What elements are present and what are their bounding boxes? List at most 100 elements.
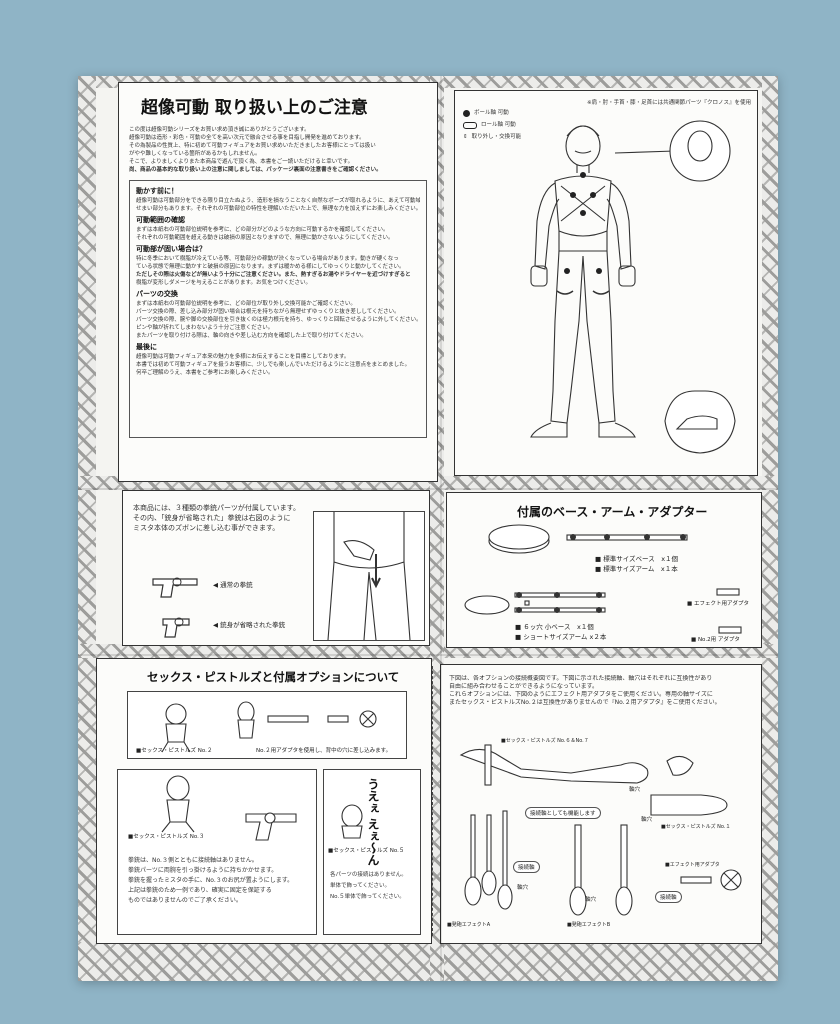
fold-crease-horizontal	[78, 488, 778, 490]
options-line: 自由に組み合わせることができるようになっています。	[449, 683, 598, 690]
no5-box: うえぇ えぇ～ん ■セックス・ピストルズ No.５ 各パーツの接続はありません。…	[323, 769, 421, 935]
jikuana-label-2: 軸穴	[641, 817, 653, 823]
intro-line: この度は超像可動シリーズをお買い求め頂き誠にありがとうございます。	[129, 127, 310, 133]
figure-legend: ボール軸 可動 ロール軸 可動 ⇕ 取り外し・交換可能	[463, 109, 533, 141]
fold-crease-vertical	[440, 76, 442, 981]
no2-adapter-label: ■ No.2用 アダプタ	[691, 637, 740, 643]
swap-arrow-icon: ⇕	[463, 134, 468, 140]
gun-normal-label: ◀ 通常の拳銃	[213, 581, 253, 589]
section-line: 何卒ご理解のうえ、本書をご参考にお楽しみください。	[136, 370, 274, 376]
figure-line-art	[530, 120, 736, 454]
no2-label: ■セックス・ピストルズ No.２	[136, 748, 213, 754]
dashed-fold-line	[432, 666, 433, 936]
speech-text: えぇ～ん	[366, 818, 380, 867]
jikuana-label: 軸穴	[629, 787, 641, 793]
roll-joint-icon	[463, 121, 477, 129]
no3-line: 拳銃パーツに両腕を引っ掛けるように持ちかかせます。	[128, 867, 278, 874]
no3-text: 拳銃は、No.３側とともに接続軸はありません。 拳銃パーツに両腕を引っ掛けるよう…	[128, 856, 293, 906]
ball-joint-icon	[463, 109, 470, 117]
section-line: ただしその際は火傷などが無いよう十分にご注意ください。また、熱すぎるお湯やドライ…	[136, 272, 411, 278]
base-item-line: ■ 標準サイズベース x１個	[595, 555, 679, 563]
legend-swap-label: 取り外し・交換可能	[471, 134, 522, 140]
border-pattern-left	[78, 76, 96, 981]
effect-b-label: ■発砲エフェクトB	[567, 922, 611, 928]
no3-line: ものではありませんのでご了承ください。	[128, 897, 242, 904]
fold-crease-horizontal-2	[78, 654, 778, 656]
no5-line: 単体で飾ってください。	[330, 883, 391, 889]
connector-label: 接続軸	[513, 861, 540, 873]
section-line: それぞれの可動範囲を超える動きは破損の原因となりますので、無理に動かさないように…	[136, 235, 394, 241]
border-pattern-bottom	[78, 942, 778, 981]
section-line: 樹脂が変形しダメージを与えることがあります。お気をつけください。	[136, 280, 312, 286]
options-panel: 下図は、各オプションの接続概要図です。下図に示された接続軸、軸穴はそれぞれに互換…	[440, 664, 762, 944]
no5-label: ■セックス・ピストルズ No.５	[328, 848, 405, 854]
base-parts-drawing	[464, 524, 742, 634]
base-item-line: ■ ショートサイズアーム x２本	[515, 633, 607, 641]
base-item-line: ■ ６ッ穴 小ベース x１個	[515, 623, 594, 631]
section-heading: 可動部が固い場合は？	[136, 245, 206, 253]
no5-line: No.５単体で飾ってください。	[330, 894, 405, 900]
intro-line: がやや難しくなっている箇所があるかもしれません。	[129, 151, 261, 157]
guns-text-line: その内、「銃身が省略された」拳銃は右図のように	[133, 514, 291, 522]
gun-normal-drawing	[152, 577, 198, 598]
guns-text-line: 本商品には、３種類の拳銃パーツが付属しています。	[133, 504, 300, 512]
guns-panel: 本商品には、３種類の拳銃パーツが付属しています。 その内、「銃身が省略された」拳…	[122, 490, 430, 646]
section-heading: 動かす前に！	[136, 187, 178, 195]
section-line: 本書では初めて可動フィギュアを扱うお客様に、少しでも楽しんでいただけるようにと注…	[136, 362, 411, 368]
guns-text-line: ミスタ本体のズボンに差し込む事ができます。	[133, 524, 280, 532]
no3-box: ■セックス・ピストルズ No.３ 拳銃は、No.３側とともに接続軸はありません。…	[117, 769, 317, 935]
section-line: まずは本紙右の可動部位説明を参考に、どの部分がどのような方向に可動するかを確認し…	[136, 227, 389, 233]
guns-text: 本商品には、３種類の拳銃パーツが付属しています。 その内、「銃身が省略された」拳…	[133, 503, 300, 533]
section-line: パーツ交換の際、差し込み部分が固い場合は根元を持ちながら無理せずゆっくりと抜き差…	[136, 309, 400, 315]
no1-label: ■セックス・ピストルズ No.１	[661, 824, 731, 830]
options-line: 下図は、各オプションの接続概要図です。下図に示された接続軸、軸穴はそれぞれに互換…	[449, 675, 713, 682]
options-line: これらオプションには、下図のようにエフェクト用アダプタをご使用ください。専用の軸…	[449, 691, 713, 698]
no3-label: ■セックス・ピストルズ No.３	[128, 834, 205, 840]
base-items-1: ■ 標準サイズベース x１個 ■ 標準サイズアーム x１本	[595, 553, 678, 573]
gun-short-drawing	[162, 617, 190, 638]
jikuana-label-4: 軸穴	[585, 897, 597, 903]
effect-adapter-label: ■ エフェクト用アダプタ	[687, 601, 749, 607]
base-items-2: ■ ６ッ穴 小ベース x１個 ■ ショートサイズアーム x２本	[515, 621, 606, 641]
section-line: またパーツを取り付ける際は、軸の向きや差し込む方向を確認した上で取り付けてくださ…	[136, 333, 367, 339]
effect-a-label: ■発砲エフェクトA	[447, 922, 491, 928]
no3-line: 拳銃は、No.３側とともに接続軸はありません。	[128, 857, 258, 864]
gun-short-label: ◀ 銃身が省略された拳銃	[213, 621, 286, 629]
no2-note: No.２用アダプタを使用し、背中の穴に差し込みます。	[256, 748, 392, 754]
instruction-sheet: 超像可動 取り扱い上のご注意 この度は超像可動シリーズをお買い求め頂き誠にありが…	[78, 76, 778, 981]
figure-note: ※肩・肘・手首・膝・足首には共通関節パーツ『クロノス』を使用	[586, 100, 751, 106]
pistols-title: セックス・ピストルズと付属オプションについて	[147, 670, 400, 684]
intro-line: その為製品の性質上、特に初めて可動フィギュアをお買い求めいただきましたお客様にと…	[129, 143, 376, 149]
section-heading: 可動範囲の確認	[136, 216, 185, 224]
section-line: せまい部分もあります。それぞれの可動部位の特性を理解いただいた上で、無理な力を加…	[136, 206, 420, 212]
section-line: まずは本紙右の可動部位説明を参考に、どの部位が取り外し交換可能かご確認ください。	[136, 301, 356, 307]
legend-ball-label: ボール軸 可動	[474, 110, 509, 116]
speech-text: うえぇ	[366, 778, 380, 814]
section-line: パーツ交換の際、腕や脚の交換部位を引き抜くのは極力根元を持ち、ゆっくりと回転させ…	[136, 317, 420, 323]
pistols-panel: セックス・ピストルズと付属オプションについて ■セックス・ピストルズ No.２ …	[96, 658, 432, 944]
gun-short-text: 銃身が省略された拳銃	[220, 621, 286, 629]
section-line: ている状態で無理に動かすと破損の原因になります。まずは暖かめる様にしてゆっくりと…	[136, 264, 405, 270]
intro-line: そこで、よりましくよりまた本商品で遊んで頂く為、本書をご一読いただけると幸いです…	[129, 159, 354, 165]
base-title: 付属のベース・アーム・アダプター	[517, 505, 708, 519]
section-heading: パーツの交換	[136, 290, 178, 298]
options-text: 下図は、各オプションの接続概要図です。下図に示された接続軸、軸穴はそれぞれに互換…	[449, 675, 721, 707]
section-heading: 最後に	[136, 343, 157, 351]
no5-text: 各パーツの接続はありません。 単体で飾ってください。 No.５単体で飾ってくださ…	[330, 870, 407, 903]
notice-title: 超像可動 取り扱い上のご注意	[141, 98, 368, 118]
legend-roll-label: ロール軸 可動	[481, 122, 516, 128]
base-panel: 付属のベース・アーム・アダプター ■ 標準サイズベース x１個 ■ 標準サ	[446, 492, 762, 648]
gun-insert-illustration	[313, 511, 425, 641]
section-line: 特に冬季において樹脂が冷えている等、可動部分の稼動が渋くなっている場合があります…	[136, 256, 399, 262]
base-item-line: ■ 標準サイズアーム x１本	[595, 565, 678, 573]
section-line: 超像可動は可動部分をできる限り目立たぬよう、造形を損なうことなく自然なポーズが取…	[136, 198, 420, 204]
jikuana-label-3: 軸穴	[517, 885, 529, 891]
notice-panel: 超像可動 取り扱い上のご注意 この度は超像可動シリーズをお買い求め頂き誠にありが…	[118, 82, 438, 482]
section-line: ピンや軸が折れてしまわないよう十分ご注意ください。	[136, 325, 274, 331]
figure-panel: ※肩・肘・手首・膝・足首には共通関節パーツ『クロノス』を使用 ボール軸 可動 ロ…	[454, 90, 758, 476]
border-pattern-right	[762, 76, 778, 981]
gun-normal-text: 通常の拳銃	[220, 581, 253, 589]
options-diagram	[459, 744, 742, 916]
intro-line: 超像可動は造形・彩色・可動の全てを高い次元で融合させる事を目指し開発を進めており…	[129, 135, 365, 141]
notice-body: 動かす前に！ 超像可動は可動部分をできる限り目立たぬよう、造形を損なうことなく自…	[129, 180, 427, 438]
